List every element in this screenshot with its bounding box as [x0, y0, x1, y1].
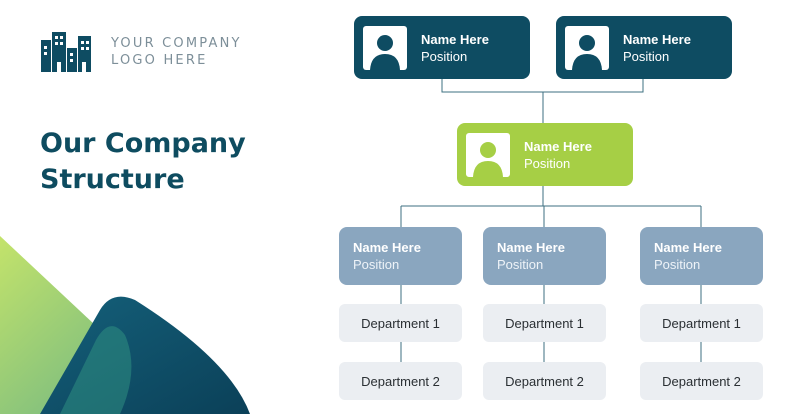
card-position: Position [497, 257, 544, 272]
department-box[interactable]: Department 1 [483, 304, 606, 342]
logo-line-1: YOUR COMPANY [111, 36, 242, 51]
card-name: Name Here [497, 240, 565, 255]
card-position: Position [421, 48, 468, 64]
org-card-middle[interactable]: Name Here Position [457, 123, 633, 186]
card-position: Position [623, 48, 670, 64]
card-position: Position [353, 257, 400, 272]
org-card-top-2[interactable]: Name Here Position [556, 16, 732, 79]
department-box[interactable]: Department 2 [483, 362, 606, 400]
title-line-2: Structure [40, 164, 185, 195]
department-box[interactable]: Department 1 [339, 304, 462, 342]
card-name: Name Here [623, 31, 691, 47]
title-line-1: Our Company [40, 128, 246, 159]
card-name: Name Here [353, 240, 421, 255]
card-position: Position [524, 155, 571, 171]
org-card-top-1[interactable]: Name Here Position [354, 16, 530, 79]
page-title: Our Company Structure [40, 126, 246, 198]
org-card-manager-3[interactable]: Name Here Position [640, 227, 763, 285]
org-card-manager-2[interactable]: Name Here Position [483, 227, 606, 285]
card-name: Name Here [654, 240, 722, 255]
department-box[interactable]: Department 1 [640, 304, 763, 342]
department-box[interactable]: Department 2 [339, 362, 462, 400]
buildings-icon [41, 32, 91, 72]
person-icon [565, 25, 609, 70]
card-name: Name Here [524, 138, 592, 154]
department-box[interactable]: Department 2 [640, 362, 763, 400]
company-logo: YOUR COMPANY LOGO HERE [41, 32, 242, 72]
org-card-manager-1[interactable]: Name Here Position [339, 227, 462, 285]
person-icon [363, 25, 407, 70]
card-name: Name Here [421, 31, 489, 47]
logo-line-2: LOGO HERE [111, 53, 208, 68]
card-position: Position [654, 257, 701, 272]
person-icon [466, 132, 510, 177]
